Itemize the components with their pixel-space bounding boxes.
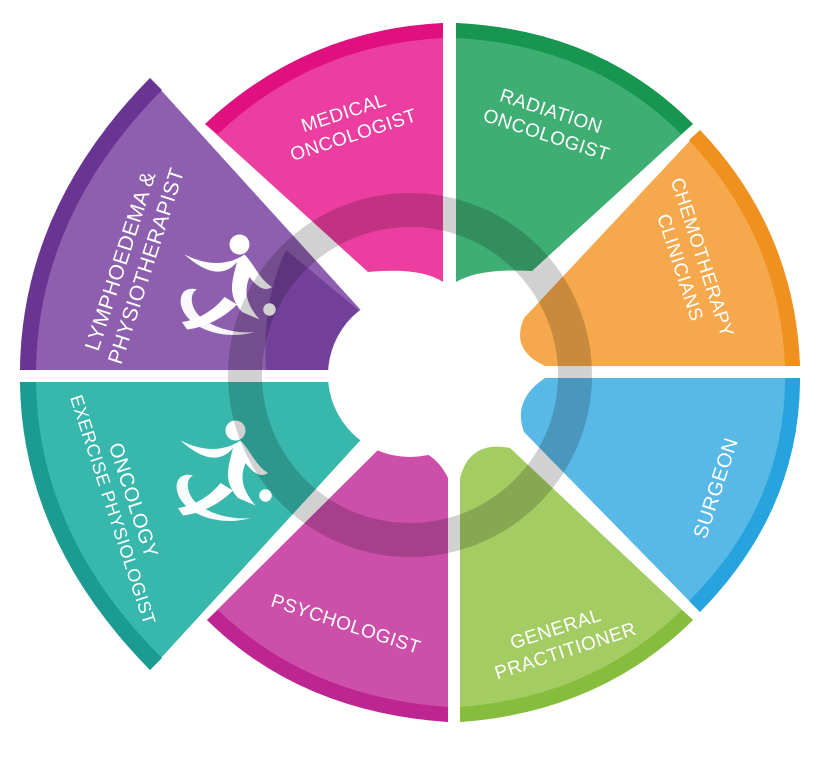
segment-general-practitioner: GENERAL PRACTITIONER: [460, 446, 693, 722]
inner-ring-decoration: [228, 193, 592, 557]
segment-radiation-oncologist: RADIATION ONCOLOGIST: [456, 23, 693, 282]
segment-oncology-exercise-physiologist: ONCOLOGY EXERCISE PHYSIOLOGIST: [20, 382, 371, 670]
segment-psychologist: PSYCHOLOGIST: [207, 446, 448, 722]
center-hub: [328, 293, 492, 457]
segment-surgeon: SURGEON: [520, 378, 800, 612]
segment-chemotherapy-clinicians: CHEMOTHERAPY CLINICIANS: [520, 130, 800, 366]
segment-lymphoedema-physiotherapist: LYMPHOEDEMA & PHYSIOTHERAPIST: [20, 78, 371, 370]
segment-medical-oncologist: MEDICAL ONCOLOGIST: [205, 23, 443, 282]
